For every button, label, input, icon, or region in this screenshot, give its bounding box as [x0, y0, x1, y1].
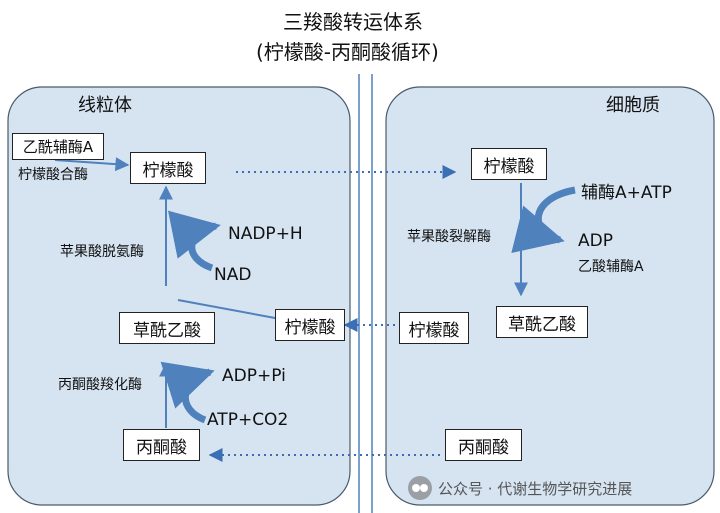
watermark-text: 公众号 · 代谢生物学研究进展 — [438, 479, 633, 498]
adp-label: ADP — [578, 231, 613, 251]
pyruvate-box-cyto: 丙酮酸 — [445, 429, 522, 461]
diagram-title: 三羧酸转运体系 — [283, 10, 423, 34]
curved-arrow-nad-nadph — [167, 210, 221, 272]
citrate-synthase-label: 柠檬酸合酶 — [18, 167, 88, 183]
curved-arrow-atp-adp — [160, 361, 215, 424]
atp-citrate-lyase-label: 苹果酸裂解酶 — [407, 229, 491, 245]
pyruvate-carboxylase-label: 丙酮酸羧化酶 — [58, 377, 142, 393]
oxaloacetate-box-cyto: 草酰乙酸 — [496, 306, 588, 338]
wechat-icon — [408, 476, 432, 500]
arrow-acetylcoa-to-citrate — [54, 157, 130, 172]
mitochondria-region — [7, 86, 351, 506]
citrate-box-cyto-2: 柠檬酸 — [399, 312, 469, 344]
atp-co2-label: ATP+CO2 — [207, 410, 289, 430]
nad-label: NAD — [214, 265, 252, 285]
curved-arrow-coa-adp — [511, 186, 576, 254]
adp-pi-label: ADP+Pi — [222, 366, 286, 386]
oxaloacetate-box-mito: 草酰乙酸 — [119, 312, 215, 344]
cytoplasm-label: 细胞质 — [606, 95, 660, 116]
cytoplasm-region — [385, 86, 715, 506]
mitochondria-label: 线粒体 — [78, 95, 132, 116]
acetyl-coa-cyto-label: 乙酸辅酶A — [578, 259, 644, 275]
diagram-subtitle: (柠檬酸-丙酮酸循环) — [256, 40, 439, 64]
malate-dehydrogenase-label: 苹果酸脱氨酶 — [60, 244, 144, 260]
nadph-label: NADP+H — [228, 224, 303, 244]
coa-atp-label: 辅酶A+ATP — [581, 183, 672, 203]
pyruvate-box-mito: 丙酮酸 — [123, 429, 200, 461]
watermark: 公众号 · 代谢生物学研究进展 — [408, 476, 632, 500]
line-citrate-to-oxaloacetate — [177, 299, 276, 319]
citrate-box-mito: 柠檬酸 — [130, 152, 206, 184]
citrate-box-cyto: 柠檬酸 — [471, 148, 547, 180]
citrate-box-mito-2: 柠檬酸 — [275, 309, 345, 341]
acetyl-coa-box: 乙酰辅酶A — [12, 133, 104, 160]
